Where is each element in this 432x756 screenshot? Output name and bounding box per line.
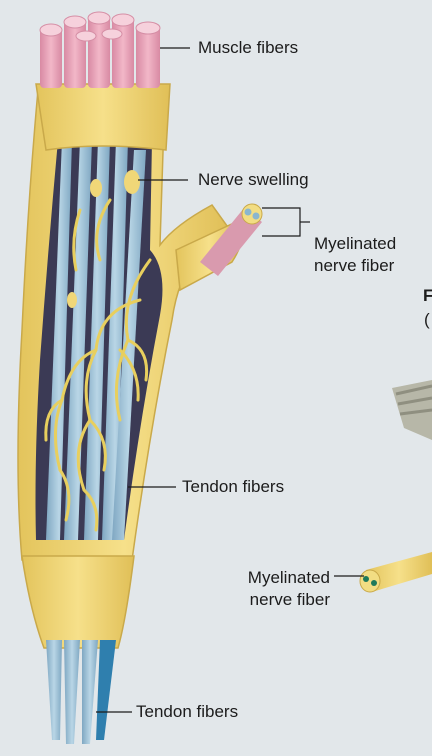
label-myelinated-bottom-line2: nerve fiber — [210, 590, 330, 610]
label-tendon-fibers-mid: Tendon fibers — [182, 477, 284, 497]
cropped-text-fragment-1: F — [423, 286, 432, 306]
label-muscle-fibers: Muscle fibers — [198, 38, 298, 58]
label-myelinated-top-line1: Myelinated — [314, 234, 396, 254]
myelinated-fiber-bottom — [360, 552, 432, 592]
muscle-fiber-bundle — [40, 12, 160, 88]
label-myelinated-top-line2: nerve fiber — [314, 256, 394, 276]
capsule-bottom — [22, 556, 134, 648]
cropped-text-fragment-2: ( — [424, 310, 430, 330]
cropped-bundle-right — [392, 380, 432, 440]
capsule-collar — [36, 84, 170, 150]
label-myelinated-bottom-line1: Myelinated — [210, 568, 330, 588]
tendon-fibers-exit — [46, 640, 116, 744]
label-nerve-swelling: Nerve swelling — [198, 170, 309, 190]
label-tendon-fibers-bottom: Tendon fibers — [136, 702, 238, 722]
